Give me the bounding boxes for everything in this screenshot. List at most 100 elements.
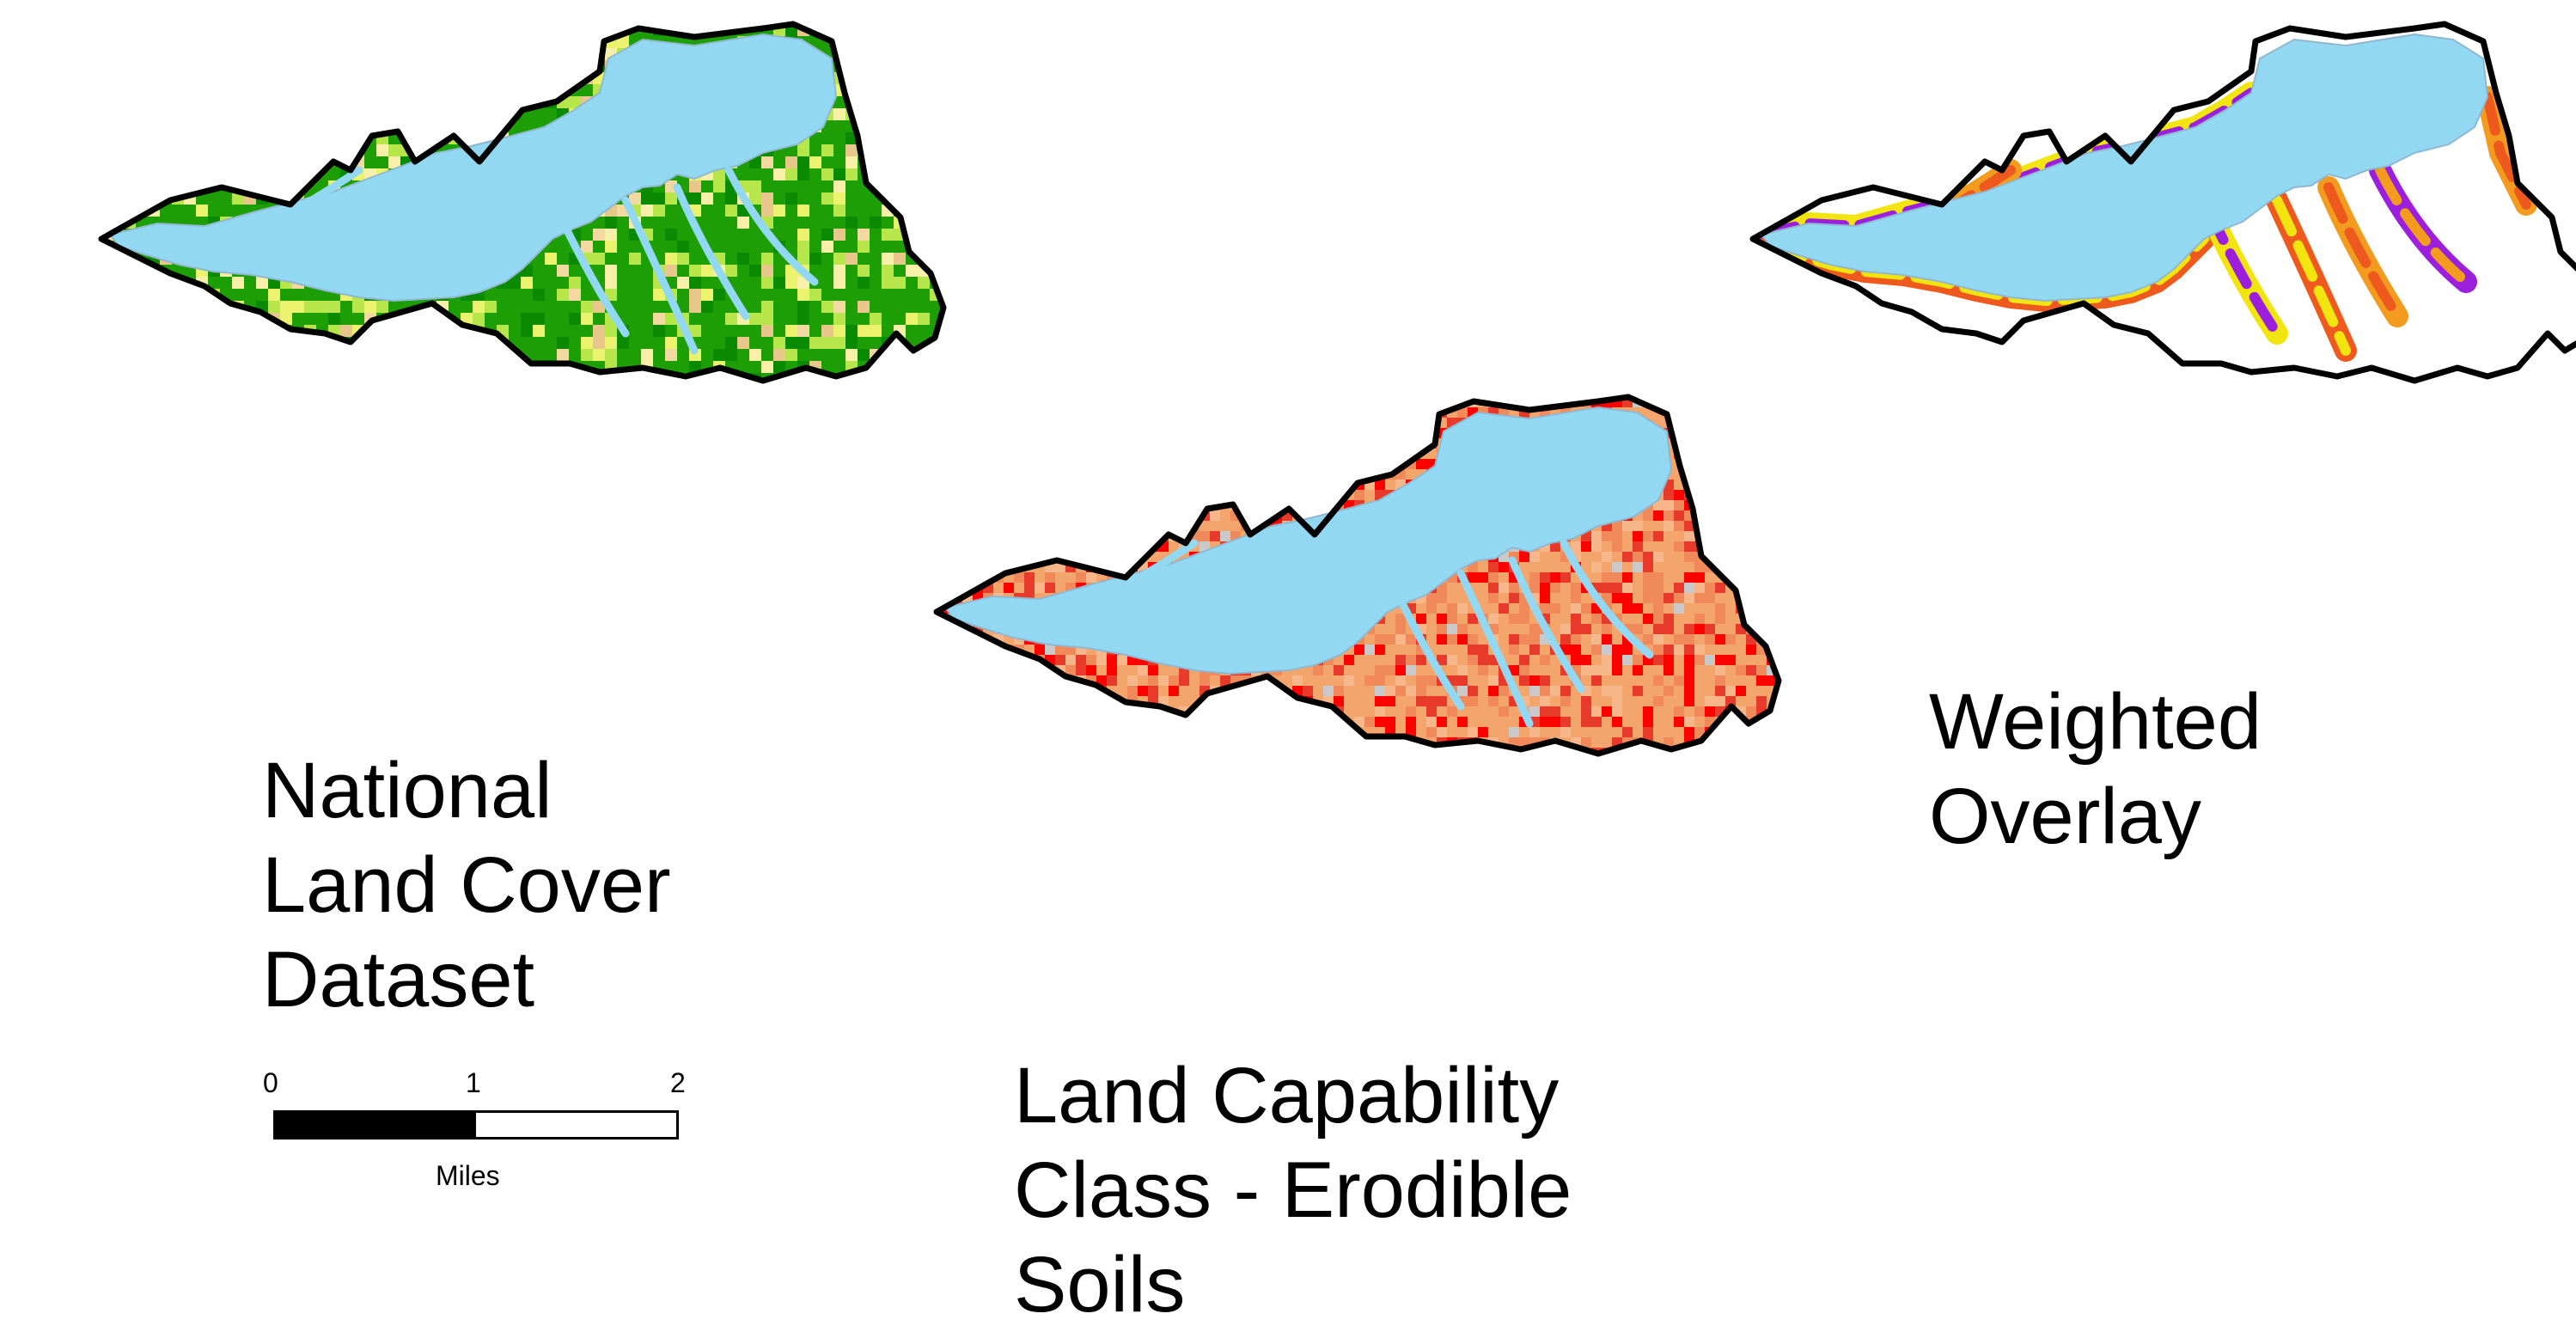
- raster-cell: [942, 696, 952, 706]
- raster-cell: [1045, 480, 1055, 490]
- raster-cell: [593, 301, 605, 313]
- raster-cell: [593, 385, 605, 397]
- raster-cell: [773, 349, 785, 361]
- raster-cell: [196, 120, 208, 132]
- raster-cell: [952, 531, 962, 541]
- raster-cell: [1334, 438, 1344, 449]
- raster-cell: [581, 373, 593, 381]
- raster-cell: [1096, 737, 1107, 748]
- raster-cell: [725, 349, 737, 361]
- raster-cell: [1581, 624, 1591, 634]
- raster-cell: [292, 337, 304, 349]
- raster-cell: [894, 120, 906, 132]
- raster-cell: [911, 500, 921, 510]
- raster-cell: [1612, 696, 1622, 706]
- raster-cell: [911, 737, 921, 748]
- raster-cell: [268, 301, 280, 313]
- raster-cell: [1148, 727, 1158, 737]
- raster-cell: [1705, 706, 1715, 717]
- raster-cell: [773, 168, 785, 180]
- raster-cell: [340, 144, 352, 156]
- raster-cell: [1065, 737, 1076, 748]
- raster-cell: [1416, 614, 1426, 624]
- raster-cell: [112, 289, 124, 301]
- raster-cell: [911, 407, 921, 418]
- raster-cell: [1138, 717, 1148, 727]
- raster-cell: [1045, 645, 1055, 655]
- raster-cell: [352, 349, 364, 361]
- raster-cell: [1437, 696, 1447, 706]
- raster-cell: [208, 132, 220, 144]
- raster-cell: [1715, 748, 1725, 754]
- raster-cell: [1633, 541, 1643, 552]
- raster-cell: [906, 120, 918, 132]
- raster-cell: [1571, 634, 1581, 645]
- raster-cell: [665, 265, 677, 277]
- raster-cell: [725, 313, 737, 325]
- raster-cell: [1045, 696, 1055, 706]
- raster-cell: [1674, 500, 1684, 510]
- raster-cell: [136, 265, 148, 277]
- raster-cell: [1612, 706, 1622, 717]
- raster-cell: [1148, 686, 1158, 696]
- raster-cell: [785, 168, 797, 180]
- raster-cell: [268, 36, 280, 48]
- raster-cell: [1148, 480, 1158, 490]
- raster-cell: [1024, 675, 1035, 686]
- raster-cell: [220, 337, 232, 349]
- raster-cell: [1014, 706, 1024, 717]
- raster-cell: [1560, 696, 1571, 706]
- raster-cell: [1437, 614, 1447, 624]
- raster-cell: [983, 541, 993, 552]
- raster-cell: [1519, 758, 1529, 768]
- raster-cell: [473, 24, 485, 36]
- raster-cell: [1127, 686, 1138, 696]
- raster-cell: [962, 552, 973, 562]
- raster-cell: [280, 144, 292, 156]
- raster-cell: [845, 325, 858, 337]
- raster-cell: [1756, 614, 1767, 624]
- raster-cell: [1406, 655, 1416, 665]
- raster-cell: [1261, 717, 1272, 727]
- raster-cell: [1138, 727, 1148, 737]
- raster-cell: [1127, 459, 1138, 469]
- raster-cell: [1210, 480, 1220, 490]
- raster-cell: [833, 229, 845, 241]
- raster-cell: [911, 449, 921, 459]
- raster-cell: [749, 313, 761, 325]
- raster-cell: [1199, 675, 1210, 686]
- raster-cell: [1107, 407, 1117, 418]
- raster-cell: [1540, 583, 1550, 593]
- raster-cell: [280, 180, 292, 192]
- raster-cell: [1251, 490, 1261, 500]
- raster-cell: [1756, 469, 1767, 480]
- raster-cell: [870, 96, 882, 108]
- raster-cell: [304, 144, 316, 156]
- raster-cell: [208, 96, 220, 108]
- raster-cell: [973, 449, 983, 459]
- raster-cell: [1571, 758, 1581, 768]
- raster-cell: [1663, 624, 1674, 634]
- raster-cell: [921, 634, 931, 645]
- raster-cell: [509, 277, 521, 289]
- raster-cell: [1055, 706, 1065, 717]
- raster-cell: [1756, 675, 1767, 686]
- erodible-soils-map-title: Land Capability Class - Erodible Soils: [1014, 1048, 1572, 1332]
- raster-cell: [882, 277, 894, 289]
- raster-cell: [1055, 758, 1065, 768]
- raster-cell: [797, 253, 809, 265]
- title-line: Weighted: [1929, 678, 2262, 766]
- raster-cell: [1065, 521, 1076, 531]
- raster-cell: [1282, 438, 1292, 449]
- raster-cell: [1220, 737, 1230, 748]
- raster-cell: [918, 156, 930, 168]
- raster-cell: [1591, 562, 1602, 572]
- raster-cell: [101, 180, 112, 192]
- raster-cell: [845, 217, 858, 229]
- raster-cell: [1210, 428, 1220, 438]
- raster-cell: [833, 313, 845, 325]
- raster-cell: [1684, 593, 1694, 603]
- raster-cell: [1251, 737, 1261, 748]
- raster-cell: [1488, 675, 1499, 686]
- raster-cell: [1313, 428, 1323, 438]
